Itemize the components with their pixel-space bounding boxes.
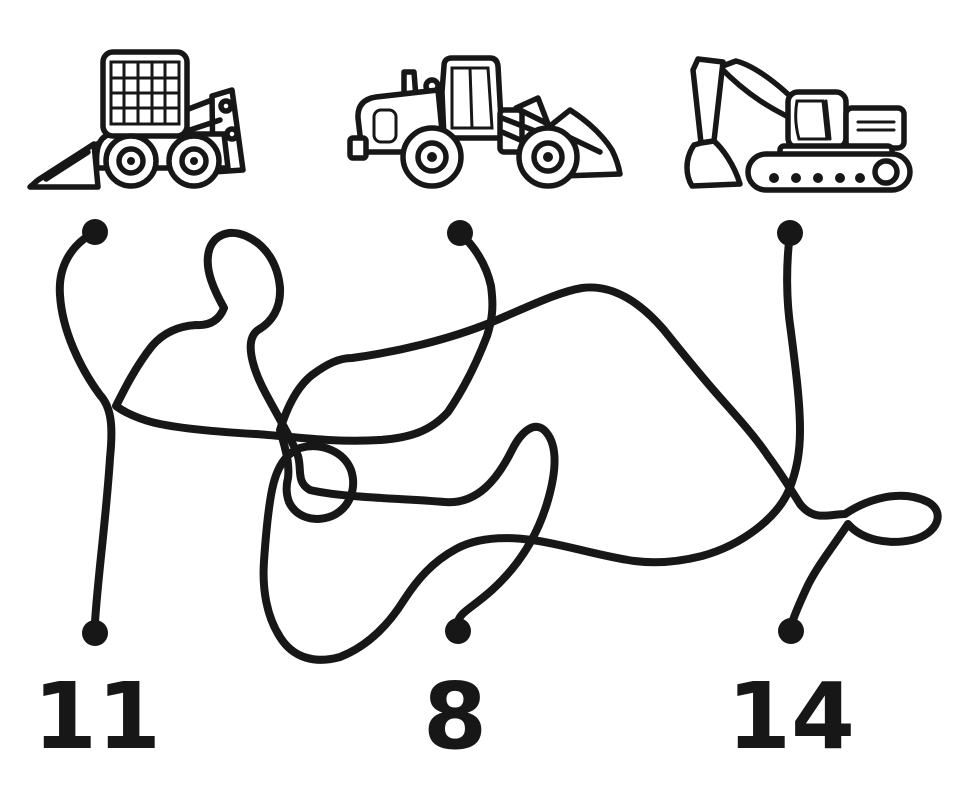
answer-number-left[interactable]: 11 <box>33 663 161 770</box>
excavator-road-wheel-1 <box>769 173 779 183</box>
excavator-cab-window <box>794 99 832 141</box>
skid-steer-arm-pivot-mid <box>224 126 240 142</box>
excavator-road-wheel-2 <box>791 173 801 183</box>
answer-number-right[interactable]: 14 <box>727 663 855 770</box>
skid-steer-arm-pivot-top <box>218 98 234 114</box>
tangled-line-middle[interactable] <box>112 228 559 626</box>
wheel-loader-rear-rim <box>415 140 449 174</box>
wheel-loader-front-rim <box>531 140 565 174</box>
skid-steer-front-wheel-rim <box>179 146 209 176</box>
excavator-bucket <box>684 138 743 189</box>
answer-number-middle[interactable]: 8 <box>423 663 487 770</box>
wheel-loader-front-hub <box>543 152 553 162</box>
answer-numbers: 11 8 14 <box>33 663 855 770</box>
start-dot-wheel-loader[interactable] <box>447 220 473 246</box>
excavator-road-wheel-5 <box>855 173 865 183</box>
tangled-line-left[interactable] <box>55 228 116 626</box>
end-dot-number-14[interactable] <box>778 618 804 644</box>
excavator-grille-lines <box>856 120 896 132</box>
skid-steer-bucket-lip <box>43 149 91 182</box>
excavator-track <box>745 151 913 193</box>
excavator-road-wheel-4 <box>835 173 845 183</box>
start-dot-skid-steer[interactable] <box>82 219 108 245</box>
skid-steer-rear-hub <box>127 157 135 165</box>
wheel-loader-linkage <box>513 95 551 127</box>
skid-steer-front-hub <box>190 157 198 165</box>
connection-dots <box>82 219 804 646</box>
excavator-icon[interactable] <box>684 56 913 193</box>
end-dot-number-8[interactable] <box>445 618 471 644</box>
wheel-loader-cab-window <box>450 66 494 130</box>
excavator-road-wheel-3 <box>813 173 823 183</box>
start-dot-excavator[interactable] <box>777 220 803 246</box>
tangled-lines <box>55 228 942 664</box>
excavator-idler-wheel <box>872 158 900 186</box>
wheel-loader-icon[interactable] <box>347 55 623 189</box>
skid-steer-rear-wheel-rim <box>116 146 146 176</box>
end-dot-number-11[interactable] <box>82 620 108 646</box>
wheel-loader-hood-vent <box>372 108 398 144</box>
wheel-loader-rear-hub <box>427 152 437 162</box>
excavator-stick <box>690 56 726 146</box>
wheel-loader-rear-bumper <box>347 135 369 161</box>
tangled-line-right[interactable] <box>259 229 942 664</box>
excavator-engine-body <box>843 105 907 151</box>
skid-steer-loader-icon[interactable] <box>27 49 246 190</box>
skid-steer-cab-mesh <box>109 60 181 126</box>
